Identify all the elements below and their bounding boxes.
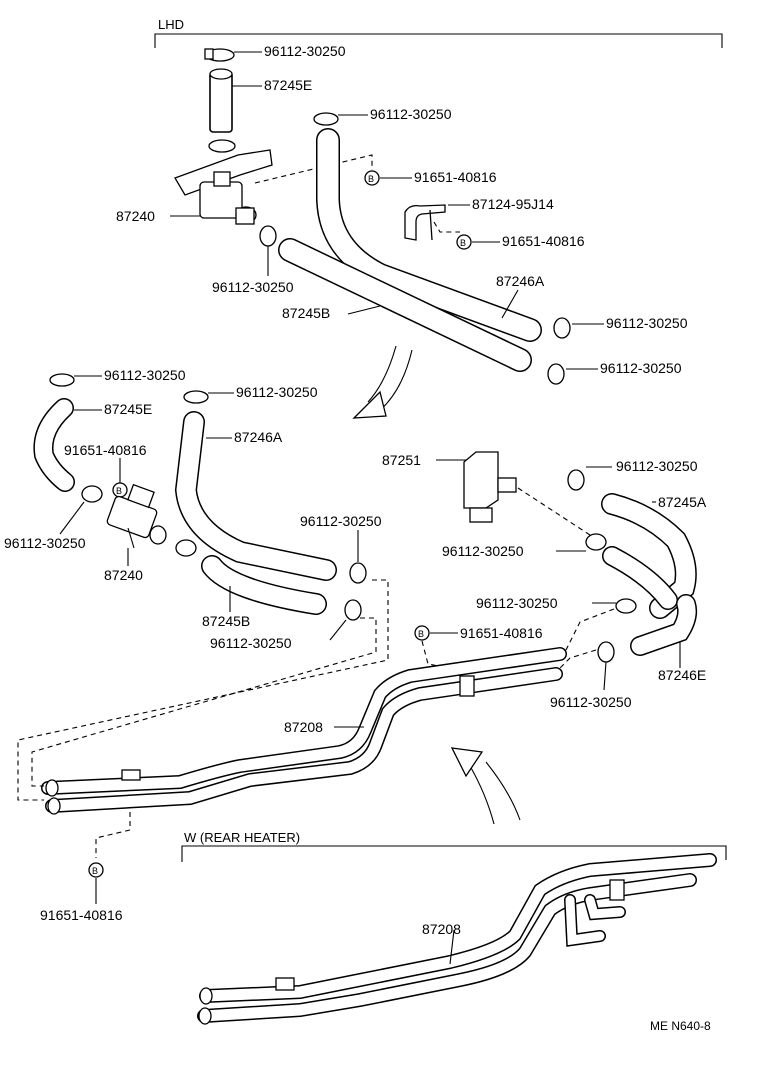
- dashed-leader: [254, 154, 373, 184]
- part-number-label: 96112-30250: [600, 360, 682, 376]
- part-number-label: 91651-40816: [414, 169, 497, 185]
- hose-87245b: [201, 555, 327, 615]
- bolt-b: B: [414, 625, 430, 641]
- part-number-label: 96112-30250: [104, 367, 186, 383]
- hose-clamp: [349, 562, 367, 584]
- part-number-label: 87246A: [234, 429, 283, 445]
- part-number-label: 87245B: [202, 613, 250, 629]
- leader-line: [449, 929, 455, 965]
- part-number-label: 96112-30250: [264, 43, 346, 59]
- drain-cock-87251: [463, 451, 517, 523]
- hose-87245a: [601, 493, 697, 619]
- part-number-label: 96112-30250: [606, 315, 688, 331]
- hose-clamp: [259, 225, 277, 247]
- hose-87246a: [174, 411, 337, 581]
- part-number-label: 96112-30250: [550, 694, 632, 710]
- hose-clamp: [344, 599, 362, 621]
- part-number-label: 87245E: [264, 77, 312, 93]
- part-number-label: 87246E: [658, 667, 706, 683]
- hose-clamp: [597, 641, 615, 663]
- svg-text:B: B: [368, 174, 374, 184]
- part-number-label: 91651-40816: [502, 233, 585, 249]
- bolt-b: B: [456, 234, 472, 250]
- hose-clamp: [81, 485, 103, 503]
- dashed-leader: [17, 579, 389, 801]
- leader-line: [501, 289, 519, 319]
- svg-text:B: B: [460, 238, 466, 248]
- part-number-label: 96112-30250: [370, 106, 452, 122]
- part-number-label: 87208: [422, 921, 461, 937]
- hose-87245b: [278, 238, 532, 372]
- hose-clamp: [567, 469, 585, 491]
- part-number-label: 91651-40816: [460, 625, 543, 641]
- rear-heater-section-bracket: [181, 845, 727, 862]
- svg-text:B: B: [418, 629, 424, 639]
- hose-clamp: [615, 598, 637, 614]
- diagram-code: ME N640-8: [650, 1019, 711, 1033]
- part-number-label: 96112-30250: [442, 543, 524, 559]
- part-number-label: 96112-30250: [210, 635, 292, 651]
- part-number-label: 87251: [382, 452, 421, 468]
- lhd-header: LHD: [158, 17, 184, 32]
- part-number-label: 87240: [104, 567, 143, 583]
- hose-clamp: [49, 373, 75, 387]
- part-number-label: 87240: [116, 208, 155, 224]
- hose-clamp: [183, 390, 209, 404]
- leader-line: [59, 501, 85, 535]
- pipe-87208-rear: [197, 853, 717, 1025]
- dashed-leader: [517, 487, 591, 536]
- bolt-b: B: [112, 482, 128, 498]
- part-number-label: 96112-30250: [300, 513, 382, 529]
- hose-clamp: [208, 139, 236, 153]
- direction-arrow: [450, 747, 521, 825]
- water-valve-87240: [174, 149, 273, 225]
- part-number-label: 91651-40816: [64, 442, 147, 458]
- hose-clamp: [204, 48, 235, 62]
- leader-line: [347, 305, 381, 315]
- part-number-label: 96112-30250: [616, 458, 698, 474]
- dashed-leader: [565, 608, 615, 651]
- dashed-leader: [95, 812, 131, 858]
- dashed-leader: [31, 617, 377, 787]
- part-number-label: 96112-30250: [212, 279, 294, 295]
- part-number-label: 87124-95J14: [472, 196, 554, 212]
- part-number-label: 87208: [284, 719, 323, 735]
- part-number-label: 96112-30250: [236, 384, 318, 400]
- hose-87245e: [209, 68, 233, 133]
- part-number-label: 91651-40816: [40, 907, 123, 923]
- hose-87246a: [316, 128, 542, 342]
- hose-87245e: [33, 398, 75, 492]
- hose-clamp: [553, 317, 571, 339]
- hose-87246e: [630, 594, 698, 656]
- hose-clamp: [585, 533, 607, 551]
- part-number-label: 96112-30250: [4, 535, 86, 551]
- dashed-leader: [433, 221, 460, 233]
- lhd-section-bracket: [154, 33, 723, 48]
- rear-heater-header: W (REAR HEATER): [184, 830, 300, 845]
- hose-clamp: [313, 112, 339, 126]
- hose-clamp: [547, 363, 565, 385]
- leader-line: [329, 619, 347, 641]
- part-number-label: 96112-30250: [476, 595, 558, 611]
- part-number-label: 87245A: [658, 494, 707, 510]
- part-number-label: 87246A: [496, 273, 545, 289]
- pipe-87208: [41, 647, 567, 815]
- bracket-87124: [404, 204, 446, 241]
- part-number-label: 87245B: [282, 305, 330, 321]
- leader-line: [603, 661, 607, 691]
- part-number-label: 87245E: [104, 401, 152, 417]
- direction-arrow: [352, 345, 413, 419]
- dashed-leader: [559, 649, 597, 669]
- svg-text:B: B: [116, 486, 122, 496]
- water-valve-87240: [106, 483, 167, 549]
- hose-clamp: [175, 539, 197, 557]
- bolt-b: B: [364, 170, 380, 186]
- svg-text:B: B: [92, 866, 98, 876]
- bolt-b: B: [88, 862, 104, 878]
